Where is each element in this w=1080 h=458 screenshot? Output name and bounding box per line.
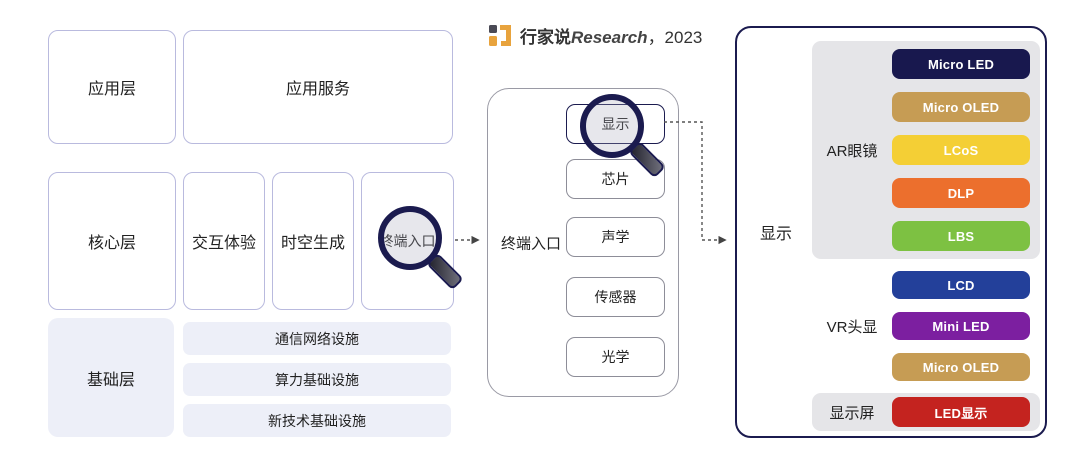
pill-lcd: LCD [892, 271, 1030, 299]
box-application-layer: 应用层 [48, 30, 176, 144]
group-display-screen-label: 显示屏 [829, 404, 875, 422]
source-brand: 行家说 [520, 27, 571, 47]
group-vr-headset: VR头显 LCD Mini LED Micro OLED [812, 263, 1040, 389]
mid-item-optics: 光学 [566, 337, 665, 377]
pill-lcos: LCoS [892, 135, 1030, 165]
box-app-services: 应用服务 [183, 30, 453, 144]
group-display-screen: 显示屏 LED显示 [812, 393, 1040, 431]
bar-network-infrastructure: 通信网络设施 [183, 322, 451, 355]
magnifier-icon [580, 94, 644, 158]
terminal-entry-label: 终端入口 [501, 235, 562, 252]
pill-micro-led: Micro LED [892, 49, 1030, 79]
box-spacetime-generation: 时空生成 [272, 172, 354, 310]
bar-computing-infrastructure: 算力基础设施 [183, 363, 451, 396]
pill-dlp: DLP [892, 178, 1030, 208]
group-vr-headset-label: VR头显 [826, 318, 878, 336]
pill-micro-oled-vr: Micro OLED [892, 353, 1030, 381]
pill-led-display: LED显示 [892, 397, 1030, 427]
pill-lbs: LBS [892, 221, 1030, 251]
hangjiashuo-logo-icon [487, 22, 513, 48]
group-ar-glasses-label: AR眼镜 [826, 142, 878, 160]
display-panel-label: 显示 [759, 226, 792, 243]
box-foundation-layer: 基础层 [48, 318, 174, 437]
group-ar-glasses: AR眼镜 Micro LED Micro OLED LCoS DLP LBS [812, 41, 1040, 259]
magnifier-icon [378, 206, 442, 270]
bar-newtech-infrastructure: 新技术基础设施 [183, 404, 451, 437]
mid-item-sensor: 传感器 [566, 277, 665, 317]
mid-item-acoustics: 声学 [566, 217, 665, 257]
display-groups: AR眼镜 Micro LED Micro OLED LCoS DLP LBS V… [812, 41, 1040, 431]
display-panel: 显示 AR眼镜 Micro LED Micro OLED LCoS DLP LB… [735, 26, 1047, 438]
box-core-layer: 核心层 [48, 172, 176, 310]
source-year: ，2023 [647, 27, 703, 47]
pill-micro-oled: Micro OLED [892, 92, 1030, 122]
box-interaction-experience: 交互体验 [183, 172, 265, 310]
source-attribution: 行家说Research，2023 [487, 22, 702, 48]
source-brand-research: Research [571, 27, 648, 47]
pill-mini-led: Mini LED [892, 312, 1030, 340]
